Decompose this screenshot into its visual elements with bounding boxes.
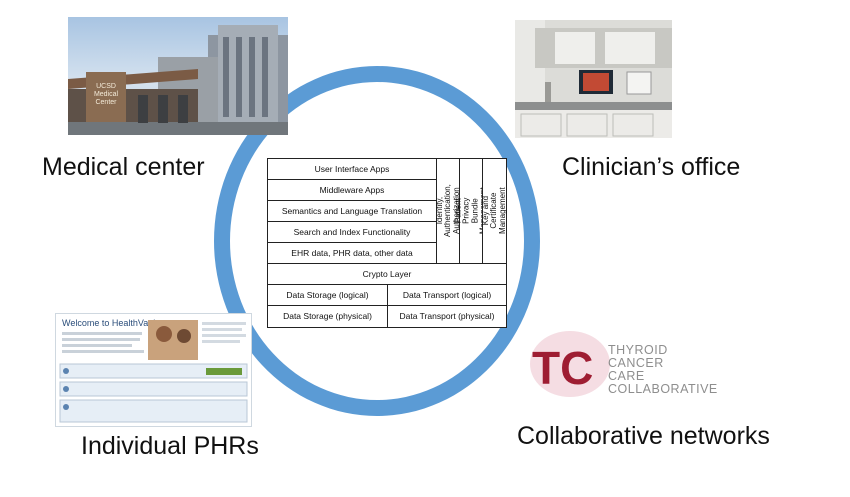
healthvault-title: Welcome to HealthVault [62, 318, 158, 328]
layer-middleware-apps: Middleware Apps [267, 179, 437, 201]
tcc-logo-letters: TC [532, 342, 593, 394]
healthvault-screenshot: Welcome to HealthVault [55, 313, 252, 427]
tcc-logo-mark: TC [530, 331, 610, 397]
layer-search-index: Search and Index Functionality [267, 221, 437, 243]
clinic-room-illustration [515, 20, 672, 138]
vertical-privacy-bundle: Patient Privacy Bundle Management [453, 158, 487, 264]
medical-center-photo: UCSD Medical Center [68, 17, 288, 135]
data-transport-logical: Data Transport (logical) [387, 284, 507, 306]
vertical-key-certificate-label: Key and Certificate Management [480, 187, 507, 235]
caption-individual-phrs: Individual PHRs [81, 432, 259, 460]
architecture-stack: User Interface Apps Middleware Apps Sema… [267, 158, 507, 328]
hospital-building-illustration [68, 25, 288, 135]
clinician-office-photo [515, 20, 672, 138]
caption-medical-center: Medical center [42, 153, 205, 181]
caption-collaborative-networks: Collaborative networks [517, 422, 770, 450]
data-storage-physical: Data Storage (physical) [267, 305, 388, 328]
layer-ehr-phr-data: EHR data, PHR data, other data [267, 242, 437, 264]
caption-clinicians-office: Clinician’s office [562, 153, 741, 181]
tcc-logo-line: CANCER [608, 356, 664, 370]
data-transport-physical: Data Transport (physical) [387, 305, 507, 328]
layer-user-interface-apps: User Interface Apps [267, 158, 437, 180]
tcc-logo-line: COLLABORATIVE [608, 382, 718, 396]
data-storage-logical: Data Storage (logical) [267, 284, 388, 306]
tcc-logo-wordmark: THYROID CANCER CARE COLLABORATIVE [608, 344, 718, 396]
healthvault-page-illustration [59, 320, 248, 423]
layer-crypto: Crypto Layer [267, 263, 507, 285]
hospital-sign-text: UCSD Medical Center [93, 83, 119, 106]
vertical-key-certificate: Key and Certificate Management [480, 158, 507, 264]
tcc-logo-line: CARE [608, 369, 645, 383]
layer-semantics-translation: Semantics and Language Translation [267, 200, 437, 222]
tcc-logo-line: THYROID [608, 343, 668, 357]
